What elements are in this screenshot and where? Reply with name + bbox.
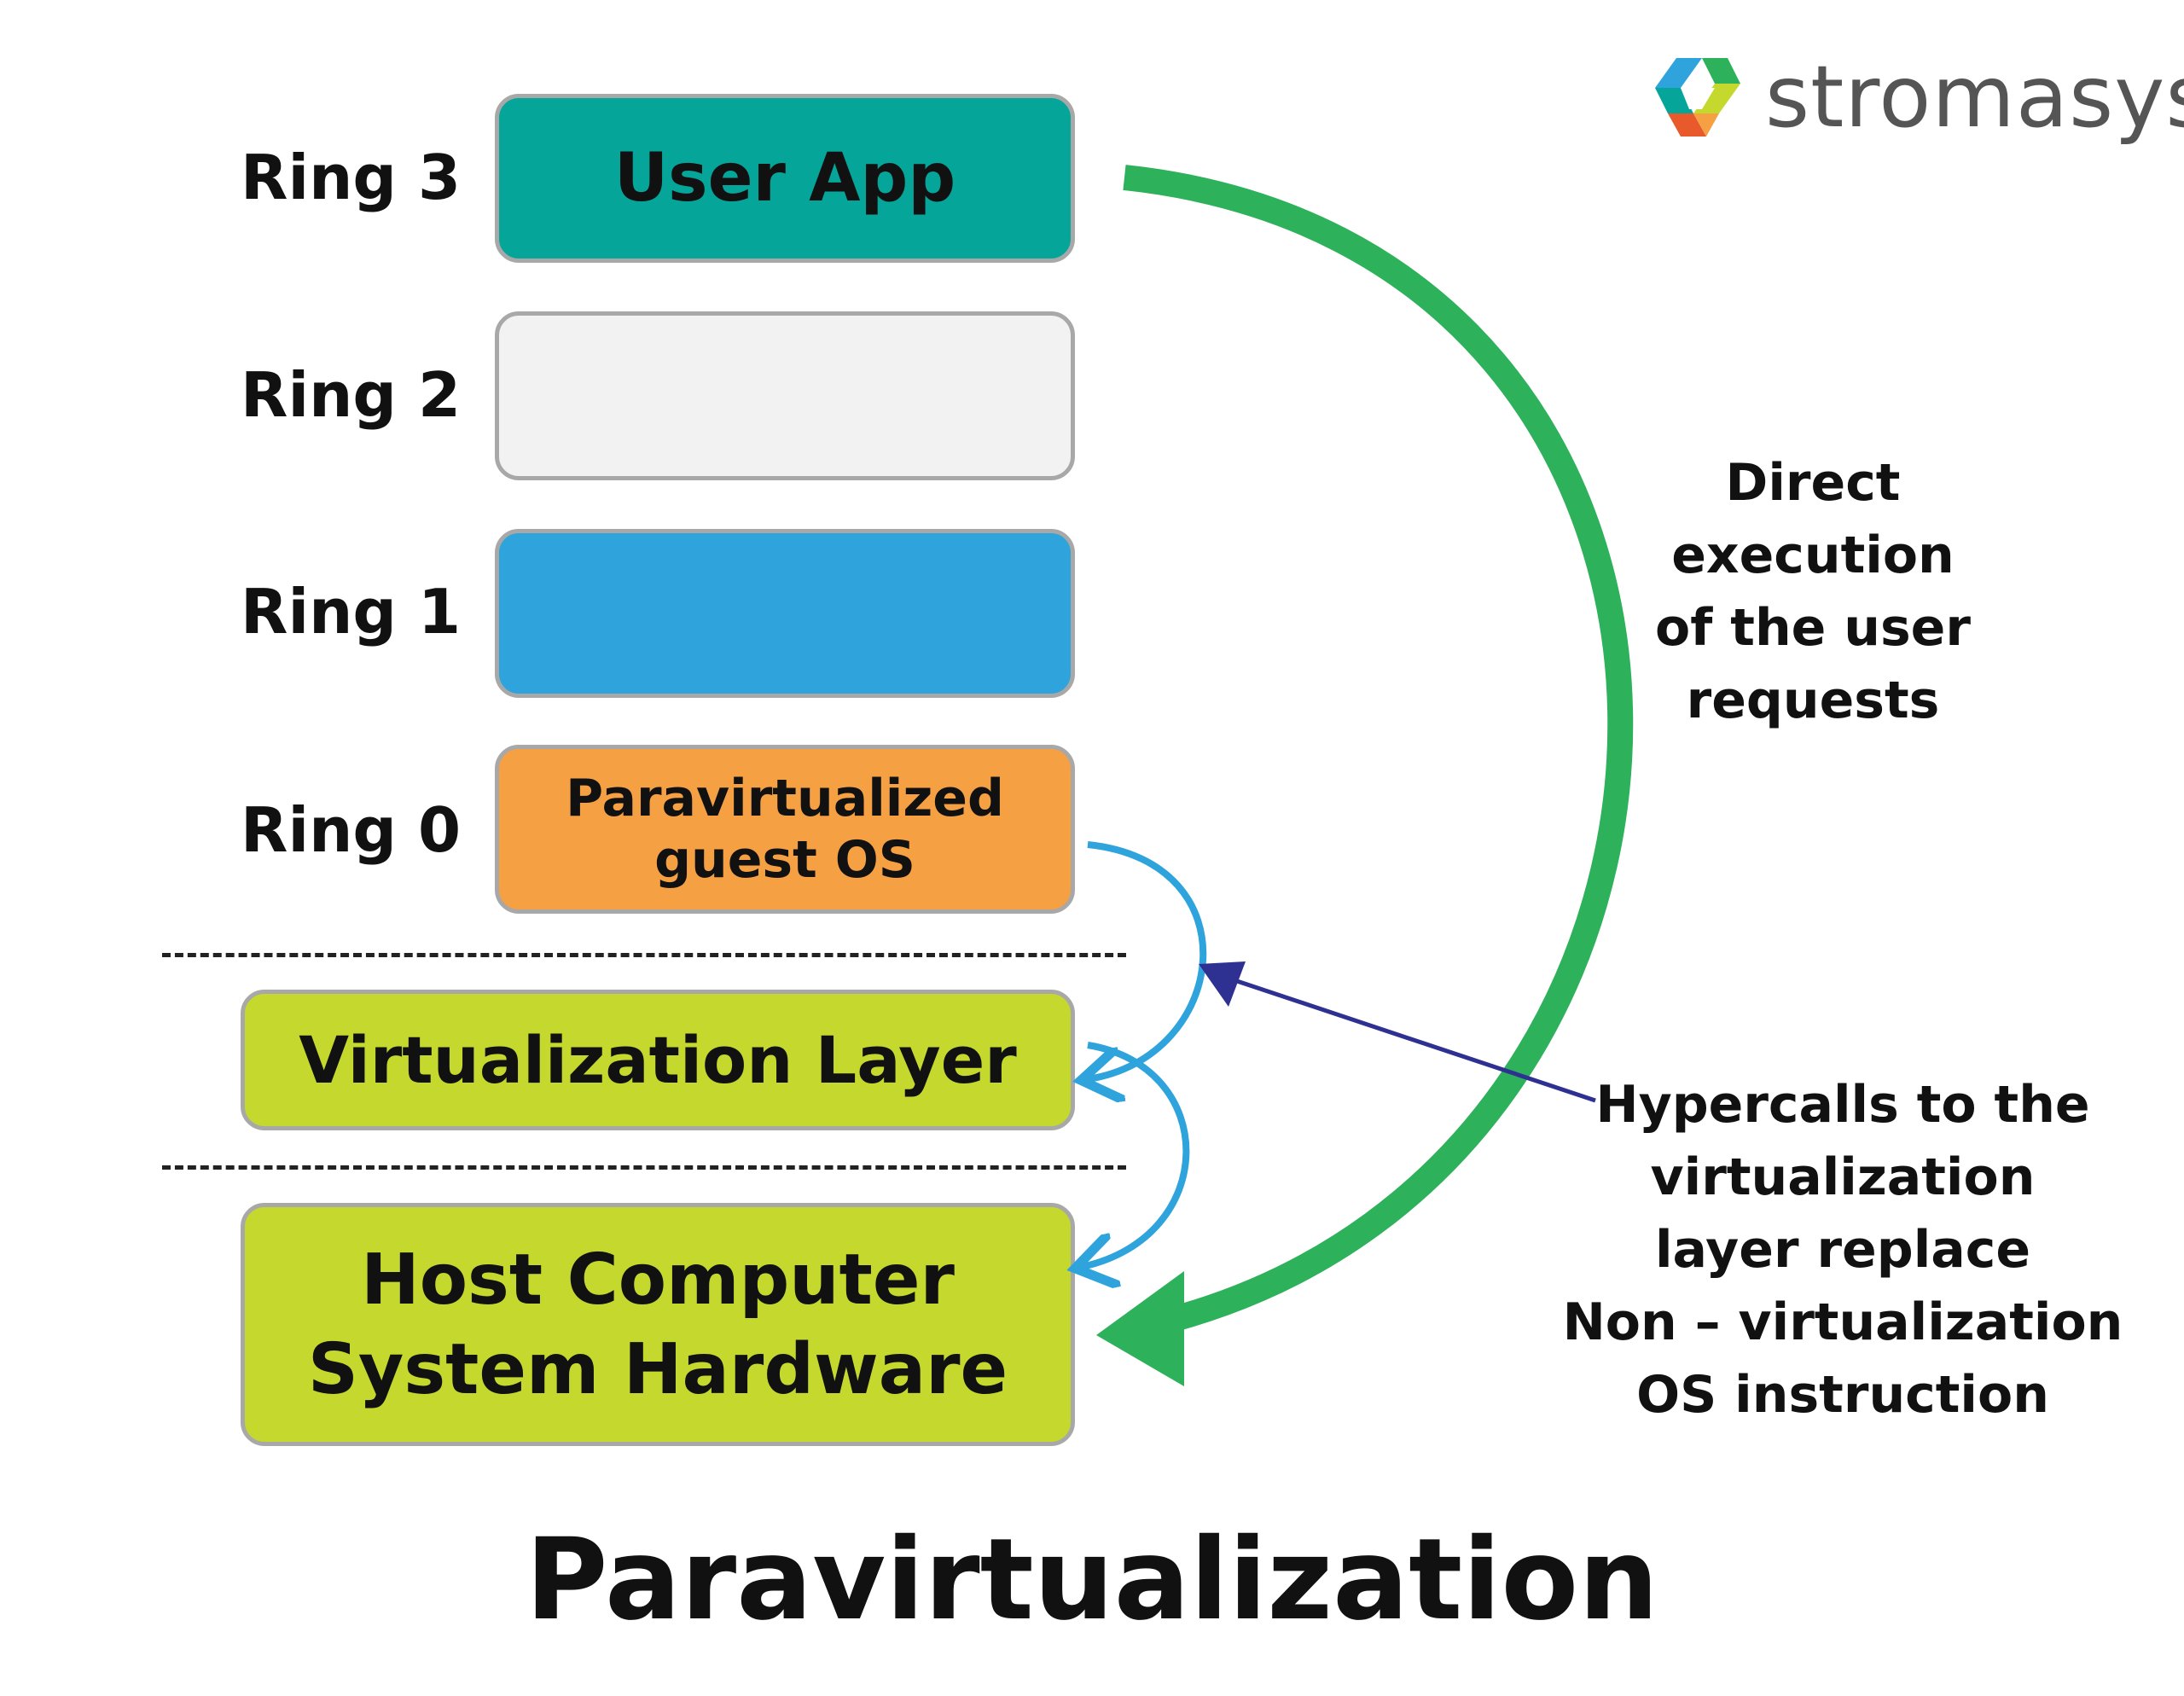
hardware-text: Host Computer System Hardware: [307, 1239, 1008, 1410]
hypercall-pointer-line: [1211, 970, 1596, 1103]
guest-os-box: Paravirtualized guest OS: [495, 745, 1075, 914]
direct-execution-arrow: [1123, 165, 1634, 1331]
ring-2-box: [495, 311, 1075, 480]
hypercall-arrow-upper: [1088, 841, 1207, 1079]
guest-os-text: Paravirtualized guest OS: [566, 769, 1004, 890]
ring-0-label: Ring 0: [241, 794, 462, 866]
user-app-box: User App: [495, 94, 1075, 263]
user-app-text: User App: [613, 140, 956, 217]
ring-1-box: [495, 529, 1075, 698]
divider-upper: [162, 953, 1126, 957]
virtualization-layer-box: Virtualization Layer: [241, 990, 1075, 1130]
divider-lower: [162, 1165, 1126, 1170]
hypercalls-note: Hypercalls to the virtualization layer r…: [1562, 1075, 2123, 1425]
direct-execution-note: Direct execution of the user requests: [1655, 453, 1971, 730]
hypercall-pointer-head: [1199, 961, 1246, 1007]
virtualization-layer-text: Virtualization Layer: [299, 1022, 1017, 1098]
ring-3-label: Ring 3: [241, 142, 462, 213]
brand-logo: stromasys: [1642, 41, 2184, 152]
diagram-title: Paravirtualization: [525, 1514, 1659, 1646]
ring-2-label: Ring 2: [241, 359, 462, 431]
brand-name: stromasys: [1765, 46, 2184, 147]
ring-1-label: Ring 1: [241, 576, 462, 648]
direct-execution-arrowhead: [1096, 1271, 1184, 1386]
stromasys-logo-icon: [1655, 58, 1740, 136]
hypercall-arrow-lower: [1082, 1042, 1190, 1267]
hardware-box: Host Computer System Hardware: [241, 1203, 1075, 1446]
